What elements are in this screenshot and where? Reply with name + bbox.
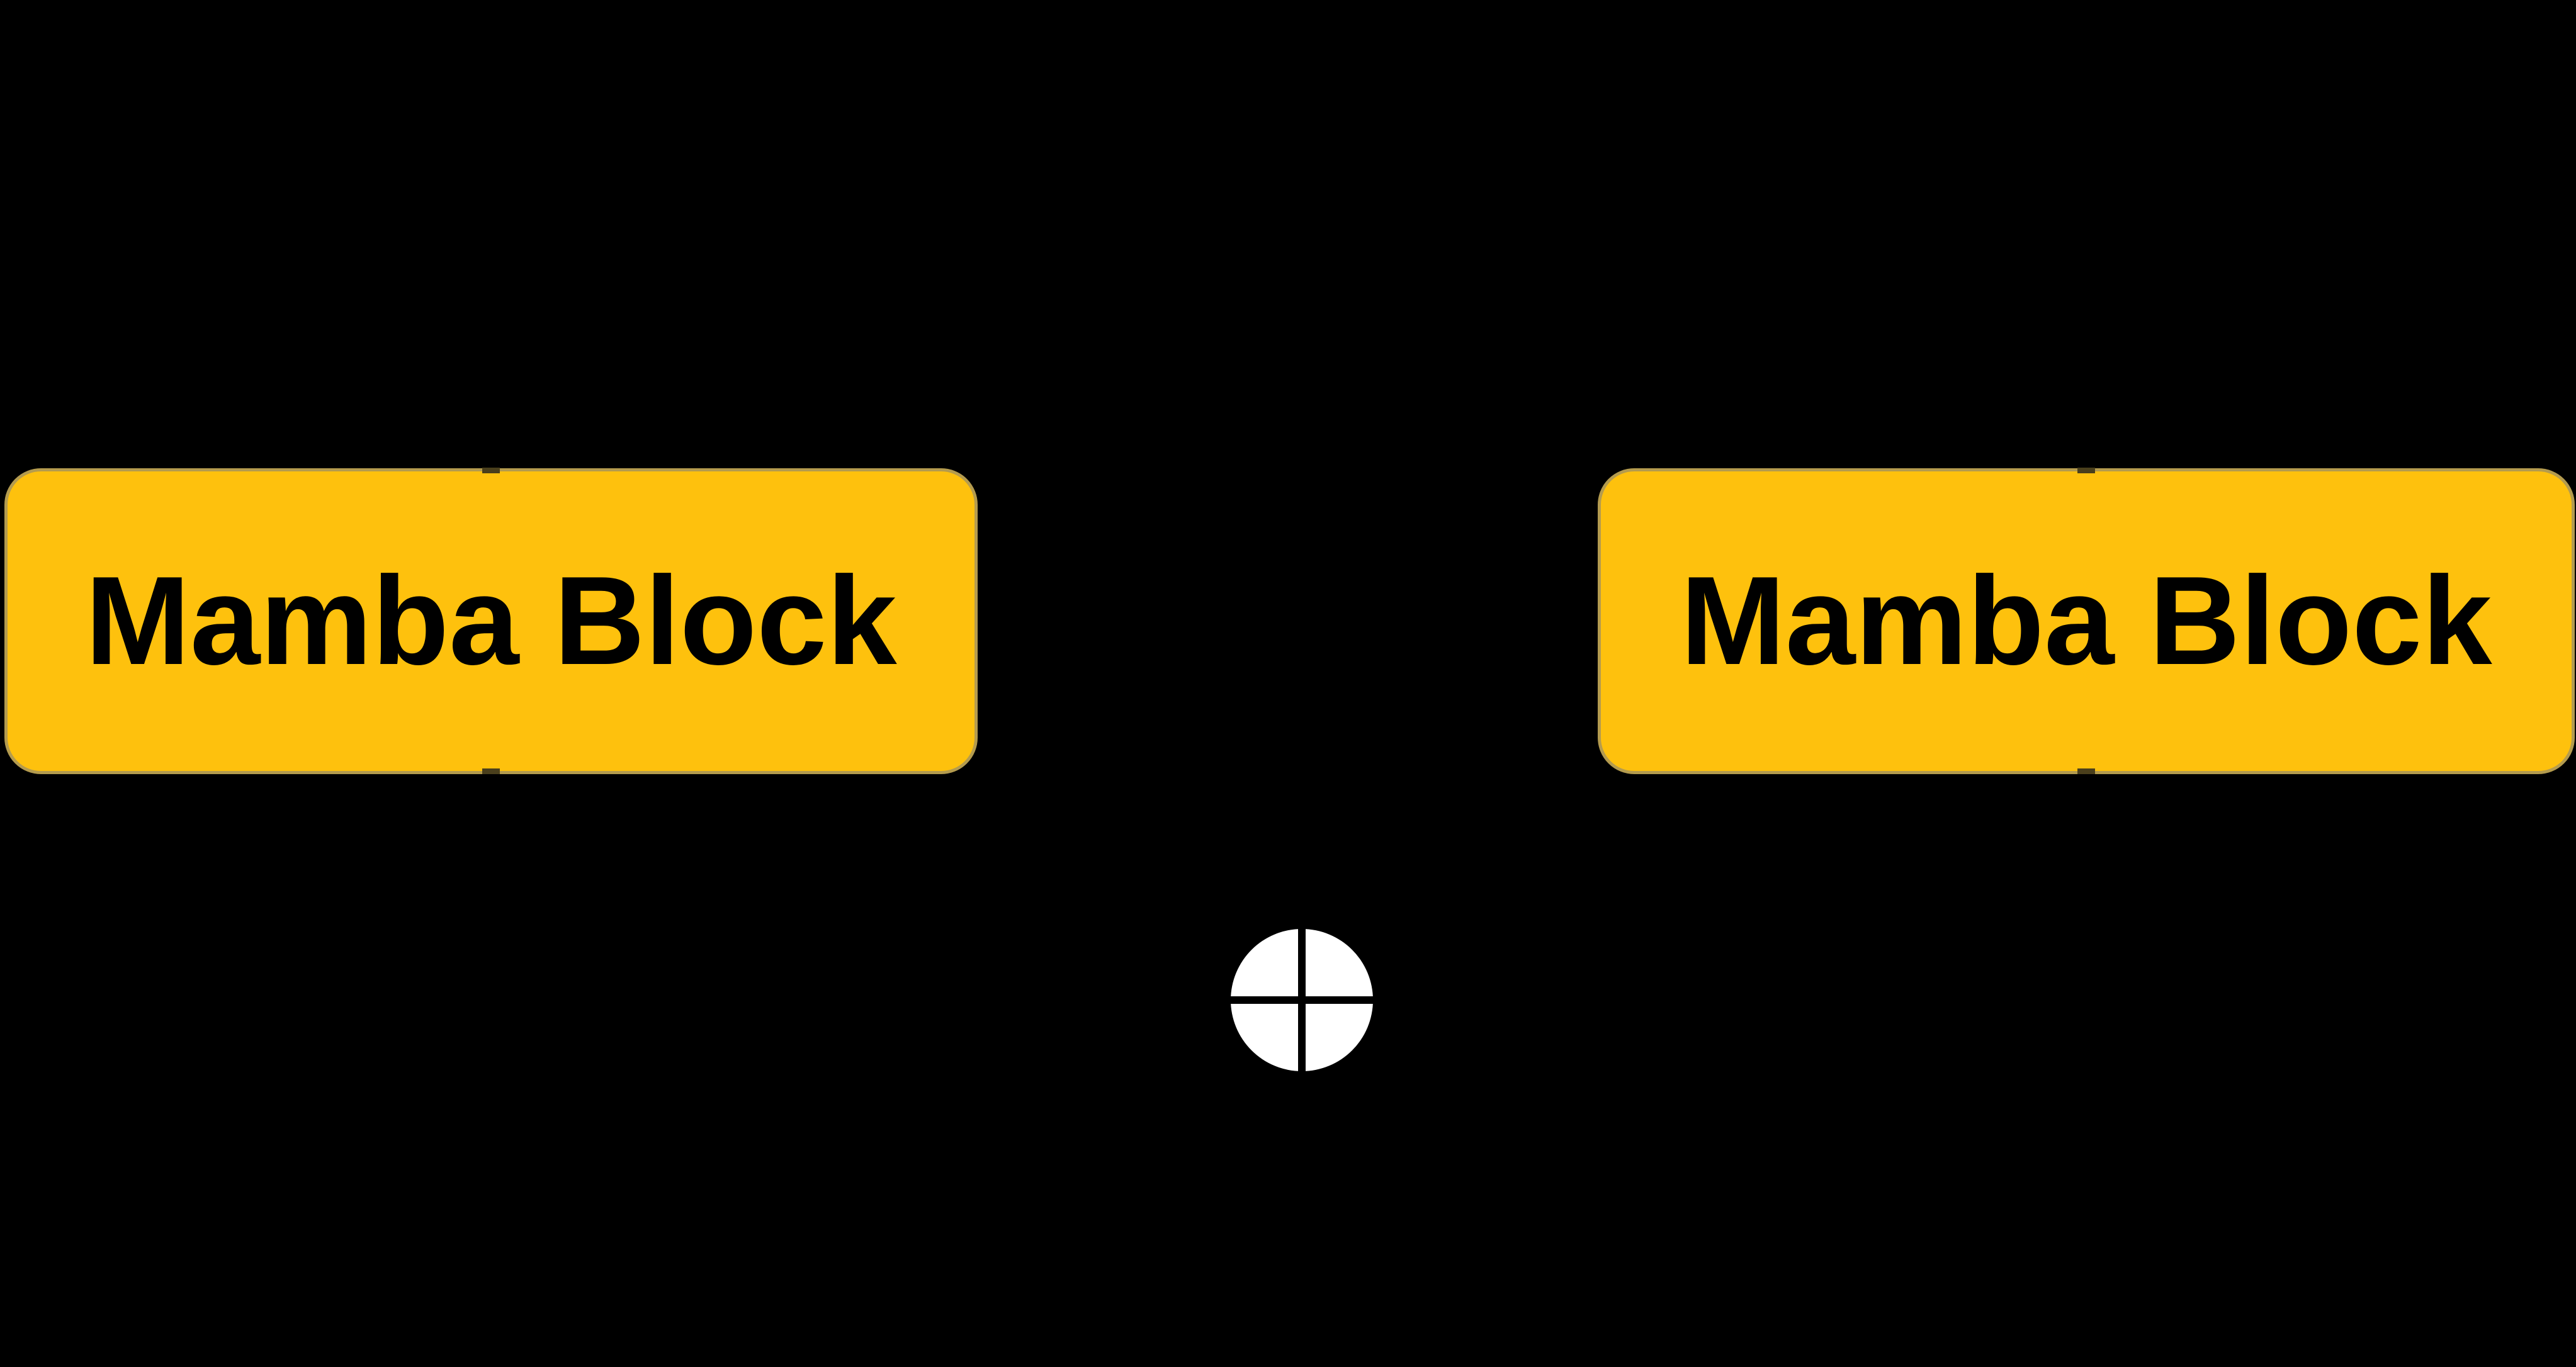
mamba-block-left: Mamba Block <box>4 468 978 774</box>
mamba-block-right-label: Mamba Block <box>1680 551 2492 691</box>
connector-stub-mark <box>2077 768 2095 774</box>
circled-plus-icon <box>1229 924 1375 1076</box>
connector-stub-mark <box>482 468 500 473</box>
connector-stub-mark <box>2077 468 2095 473</box>
operator-cross-horizontal <box>1229 996 1375 1004</box>
mamba-block-left-label: Mamba Block <box>85 551 897 691</box>
mamba-block-right: Mamba Block <box>1598 468 2575 774</box>
connector-stub-mark <box>482 768 500 774</box>
